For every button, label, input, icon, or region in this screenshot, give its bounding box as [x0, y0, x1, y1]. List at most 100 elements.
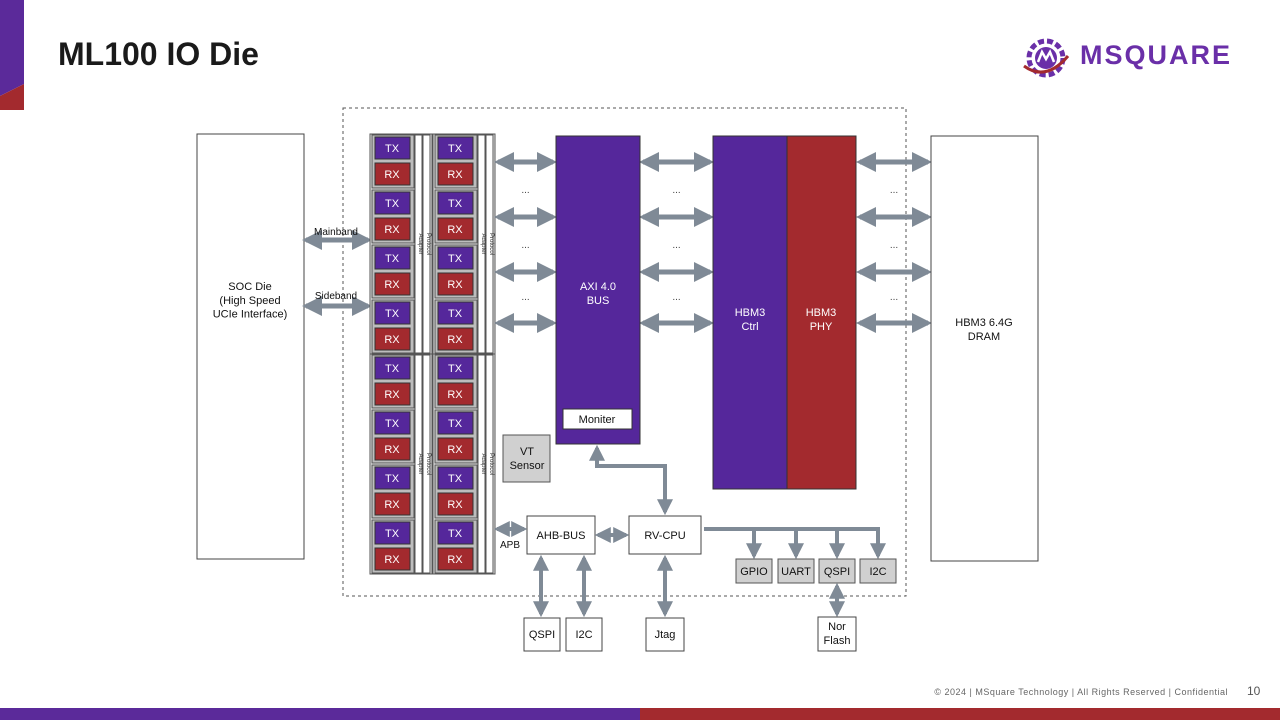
moniter-label: Moniter	[579, 414, 616, 426]
tx-label: TX	[448, 528, 463, 540]
rx-block	[374, 437, 411, 461]
tx-block	[374, 301, 411, 325]
tx-block	[437, 191, 474, 215]
rx-label: RX	[384, 224, 400, 236]
rx-block	[374, 547, 411, 571]
tx-label: TX	[448, 418, 463, 430]
adapter-strip	[477, 354, 486, 574]
protocol-label: Protocol	[488, 453, 494, 475]
bottom-bar-red	[640, 708, 1280, 720]
adapter-strip	[477, 134, 486, 354]
tx-label: TX	[448, 198, 463, 210]
tx-block	[437, 356, 474, 380]
protocol-strip	[422, 354, 431, 574]
rx-block	[437, 437, 474, 461]
rx-label: RX	[447, 554, 463, 566]
footer-copyright: © 2024 | MSquare Technology | All Rights…	[934, 687, 1228, 697]
tx-block	[374, 521, 411, 545]
moniter-box	[562, 408, 633, 430]
protocol-strip	[485, 354, 494, 574]
ext-qspi-box	[523, 617, 561, 652]
logo-text: MSQUARE	[1080, 40, 1233, 70]
i2c-box	[859, 558, 897, 584]
ellipsis-label: ...	[890, 292, 898, 303]
soc-die-box	[196, 133, 305, 560]
ext-qspi-label: QSPI	[529, 629, 555, 641]
ellipsis-label: ...	[521, 292, 529, 303]
rx-block	[437, 492, 474, 516]
corner-accent	[0, 0, 24, 110]
rx-label: RX	[447, 444, 463, 456]
tx-label: TX	[385, 253, 400, 265]
rx-label: RX	[447, 169, 463, 181]
uart-label: UART	[781, 566, 811, 578]
uart-box	[777, 558, 815, 584]
page-title: ML100 IO Die	[58, 36, 259, 72]
adapter-label: Adapter	[417, 453, 423, 474]
rx-label: RX	[384, 444, 400, 456]
tx-block	[374, 191, 411, 215]
rx-label: RX	[384, 279, 400, 291]
protocol-label: Protocol	[488, 233, 494, 255]
tx-label: TX	[448, 473, 463, 485]
ellipsis-label: ...	[521, 240, 529, 251]
jtag-label: Jtag	[655, 629, 676, 641]
ext-i2c-box	[565, 617, 603, 652]
tx-label: TX	[448, 143, 463, 155]
rx-block	[374, 382, 411, 406]
bottom-bar-purple	[0, 708, 640, 720]
adapter-strip	[414, 354, 423, 574]
tx-label: TX	[448, 363, 463, 375]
protocol-label: Protocol	[425, 233, 431, 255]
rx-block	[374, 272, 411, 296]
protocol-label: Protocol	[425, 453, 431, 475]
tx-label: TX	[385, 363, 400, 375]
rx-label: RX	[447, 334, 463, 346]
nor-flash-box	[817, 616, 857, 652]
ellipsis-label: ...	[672, 292, 680, 303]
rx-label: RX	[447, 224, 463, 236]
hbm3-phy-box	[786, 135, 857, 490]
rx-label: RX	[384, 389, 400, 401]
rx-block	[437, 217, 474, 241]
rx-block	[437, 327, 474, 351]
ellipsis-label: ...	[890, 240, 898, 251]
rx-label: RX	[384, 334, 400, 346]
tx-label: TX	[385, 473, 400, 485]
tx-label: TX	[385, 198, 400, 210]
ahb-bus-label: AHB-BUS	[537, 530, 586, 542]
tx-block	[437, 136, 474, 160]
gpio-label: GPIO	[740, 566, 768, 578]
rx-label: RX	[447, 499, 463, 511]
adapter-strip	[414, 134, 423, 354]
protocol-strip	[485, 134, 494, 354]
rx-block	[437, 382, 474, 406]
rx-block	[437, 272, 474, 296]
adapter-label: Adapter	[417, 233, 423, 254]
rx-label: RX	[384, 499, 400, 511]
gpio-box	[735, 558, 773, 584]
gear-icon	[1023, 38, 1070, 78]
tx-label: TX	[448, 308, 463, 320]
rx-block	[374, 217, 411, 241]
rx-label: RX	[447, 279, 463, 291]
tx-block	[437, 466, 474, 490]
rx-block	[437, 547, 474, 571]
vt-sensor-box	[502, 434, 551, 483]
tx-block	[374, 246, 411, 270]
phy-axi-links: ...........................	[494, 152, 932, 333]
jtag-box	[645, 617, 685, 652]
ext-i2c-label: I2C	[575, 629, 592, 641]
ellipsis-label: ...	[521, 185, 529, 196]
tx-block	[374, 136, 411, 160]
tx-label: TX	[385, 143, 400, 155]
sideband-label: Sideband	[315, 291, 357, 302]
tx-block	[437, 411, 474, 435]
